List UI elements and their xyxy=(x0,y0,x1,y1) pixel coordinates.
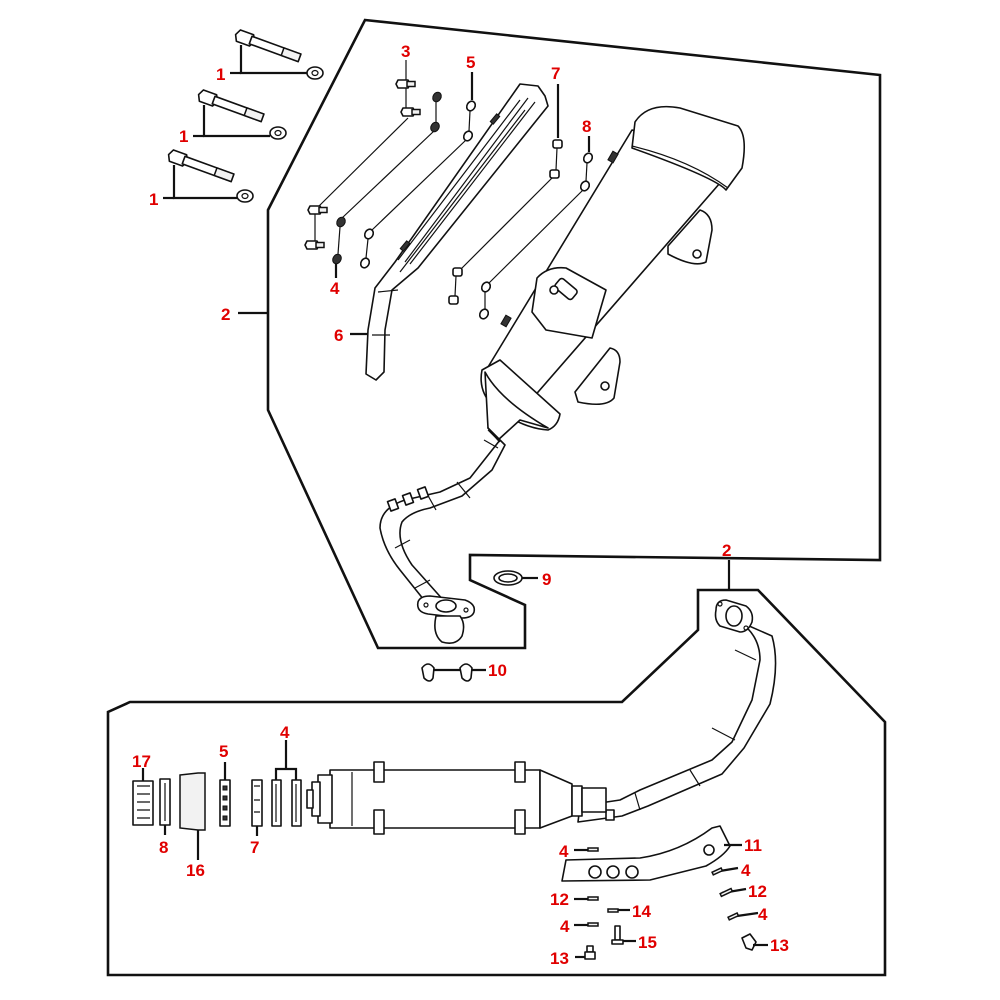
label-1b: 1 xyxy=(179,127,188,146)
flange-nuts[interactable] xyxy=(421,663,486,682)
bolt-washer-set-c[interactable] xyxy=(163,149,254,203)
exhaust-gasket[interactable] xyxy=(493,570,538,586)
label-9: 9 xyxy=(542,570,551,589)
washers[interactable] xyxy=(359,72,477,269)
label-1a: 1 xyxy=(216,65,225,84)
label-12-left: 12 xyxy=(550,890,569,909)
label-10: 10 xyxy=(488,661,507,680)
grommet-right-2[interactable] xyxy=(727,911,759,921)
lower-group-outline xyxy=(106,588,887,977)
exhaust-pipe-lower[interactable] xyxy=(577,599,777,823)
label-8-upper: 8 xyxy=(582,117,591,136)
exhaust-pipe-upper[interactable] xyxy=(379,427,506,644)
washer-lower[interactable] xyxy=(219,762,231,827)
label-4-right-2: 4 xyxy=(758,905,768,924)
spacer-left[interactable] xyxy=(574,896,599,901)
label-4-upper: 4 xyxy=(330,279,340,298)
label-4-lower: 4 xyxy=(280,723,290,742)
grommet-left-1[interactable] xyxy=(574,847,599,852)
grommet-left-2[interactable] xyxy=(574,922,599,927)
small-washers[interactable] xyxy=(478,136,594,320)
label-2-upper: 2 xyxy=(221,305,230,324)
muffler-lower[interactable] xyxy=(306,761,607,835)
heat-shield[interactable] xyxy=(365,83,549,381)
label-16: 16 xyxy=(186,861,205,880)
label-17: 17 xyxy=(132,752,151,771)
label-4-right-1: 4 xyxy=(741,861,751,880)
label-5-lower: 5 xyxy=(219,742,228,761)
label-4-left-2: 4 xyxy=(560,917,570,936)
bolt-washer-set-a[interactable] xyxy=(230,29,324,80)
label-8-lower: 8 xyxy=(159,838,168,857)
label-14: 14 xyxy=(632,902,651,921)
heat-shield-bolts[interactable] xyxy=(304,60,421,250)
pipe-protector[interactable] xyxy=(561,825,742,882)
label-7-upper: 7 xyxy=(551,64,560,83)
collar-lower[interactable] xyxy=(251,779,263,836)
label-13-left: 13 xyxy=(550,949,569,968)
washer-small-lower[interactable] xyxy=(159,778,171,835)
rubber-mount-set[interactable] xyxy=(132,768,154,826)
bolt-washer-set-b[interactable] xyxy=(193,89,287,140)
label-12-right: 12 xyxy=(748,882,767,901)
upper-group-outline xyxy=(266,18,882,650)
label-15: 15 xyxy=(638,933,657,952)
pin[interactable] xyxy=(607,908,630,913)
grommet-right-1[interactable] xyxy=(711,866,739,876)
muffler-upper[interactable] xyxy=(480,105,746,441)
screw-left[interactable] xyxy=(575,945,596,960)
label-4-left-1: 4 xyxy=(559,842,569,861)
label-2-lower: 2 xyxy=(722,541,731,560)
label-5-upper: 5 xyxy=(466,53,475,72)
heat-shield-cover[interactable] xyxy=(179,772,206,860)
spacer-right[interactable] xyxy=(719,887,747,898)
label-6: 6 xyxy=(334,326,343,345)
label-1c: 1 xyxy=(149,190,158,209)
label-13-right: 13 xyxy=(770,936,789,955)
rubber-grommets[interactable] xyxy=(331,91,443,278)
collars[interactable] xyxy=(448,84,563,305)
grommets-lower[interactable] xyxy=(271,740,302,827)
label-7-lower: 7 xyxy=(250,838,259,857)
label-3: 3 xyxy=(401,42,410,61)
label-11: 11 xyxy=(744,836,762,855)
screw-right[interactable] xyxy=(741,933,768,951)
bolt[interactable] xyxy=(611,925,636,945)
